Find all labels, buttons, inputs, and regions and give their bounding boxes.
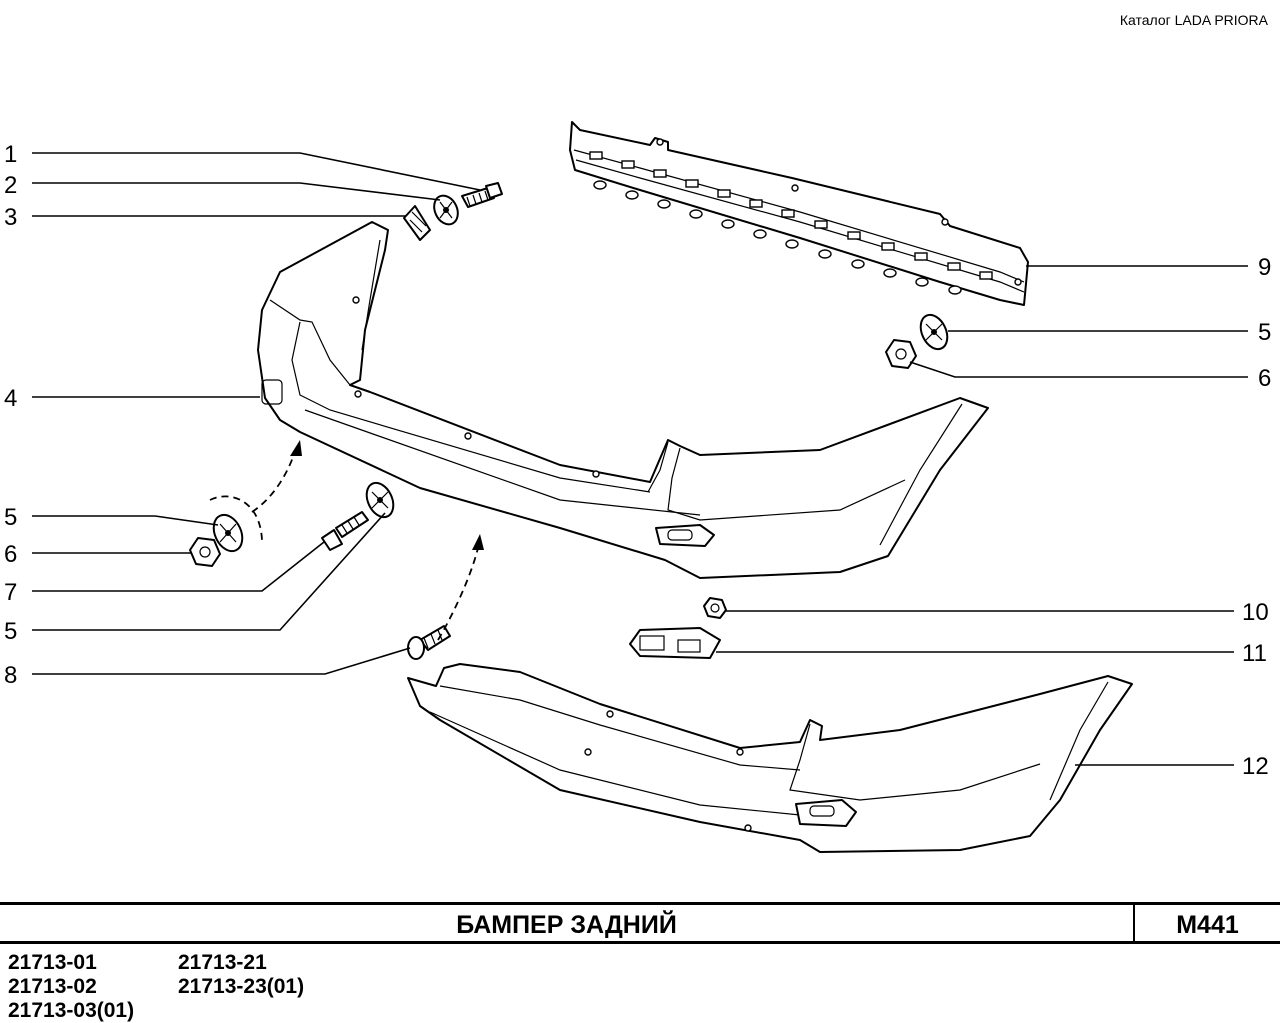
part-8-push-clip xyxy=(407,625,451,660)
title-bar: БАМПЕР ЗАДНИЙ М441 xyxy=(0,902,1280,944)
callout-5-right: 5 xyxy=(1258,319,1271,346)
callout-12: 12 xyxy=(1242,753,1269,780)
model-code: 21713-03(01) xyxy=(8,999,135,1022)
callout-6-left: 6 xyxy=(4,541,17,568)
callout-4: 4 xyxy=(4,385,17,412)
callout-6-right: 6 xyxy=(1258,365,1271,392)
callout-8: 8 xyxy=(4,662,17,689)
part-6-nut-right xyxy=(885,339,917,369)
part-4-rear-bumper xyxy=(257,221,989,579)
catalog-header: Каталог LADA PRIORA xyxy=(1119,12,1268,28)
exploded-parts-diagram: 1 2 3 4 5 6 7 5 8 9 5 6 10 11 12 xyxy=(4,121,1271,853)
model-code: 21713-01 xyxy=(8,951,97,974)
assembly-arrows xyxy=(209,440,484,641)
page-code: М441 xyxy=(1176,911,1239,939)
part-5-washer-right xyxy=(919,313,949,351)
callout-3: 3 xyxy=(4,204,17,231)
leader-lines xyxy=(32,152,1248,766)
callout-10: 10 xyxy=(1242,599,1269,626)
part-12-rear-bumper-variant xyxy=(407,663,1133,853)
title-divider xyxy=(1133,905,1135,941)
part-1-screw xyxy=(461,182,503,208)
part-7-bolt xyxy=(321,511,369,551)
callout-numbers: 1 2 3 4 5 6 7 5 8 9 5 6 10 11 12 xyxy=(4,141,1271,780)
callout-2: 2 xyxy=(4,172,17,199)
part-9-reinforcement-beam xyxy=(569,121,1029,306)
model-list-right: 21713-21 21713-23(01) xyxy=(178,951,304,999)
part-5-washer-left xyxy=(212,513,244,553)
model-list-left: 21713-01 21713-02 21713-03(01) xyxy=(8,951,134,1023)
callout-7: 7 xyxy=(4,579,17,606)
part-11-reflector xyxy=(629,627,721,659)
part-5-washer-middle xyxy=(365,481,395,519)
model-code: 21713-02 xyxy=(8,975,97,998)
callout-11: 11 xyxy=(1242,640,1267,667)
callout-5-left: 5 xyxy=(4,504,17,531)
part-2-washer xyxy=(433,194,459,226)
part-10-nut xyxy=(703,597,727,619)
part-3-clip xyxy=(403,205,431,241)
callout-5-middle: 5 xyxy=(4,618,17,645)
page-title: БАМПЕР ЗАДНИЙ xyxy=(456,911,677,939)
model-code: 21713-21 xyxy=(178,951,267,974)
callout-1: 1 xyxy=(4,141,17,168)
part-6-nut-left xyxy=(189,537,221,567)
callout-9: 9 xyxy=(1258,254,1271,281)
model-code: 21713-23(01) xyxy=(178,975,305,998)
